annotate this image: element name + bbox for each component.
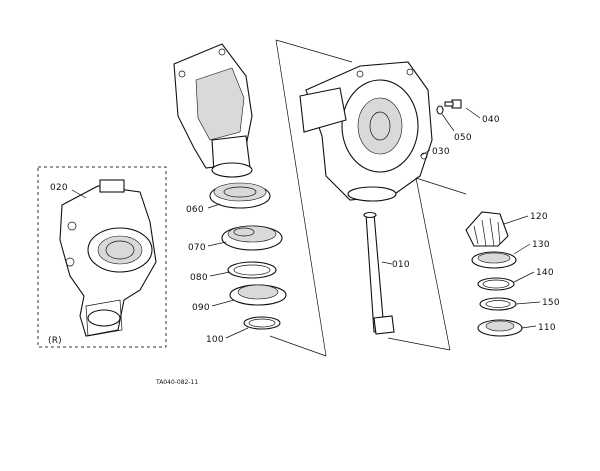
callout-080: 080 (190, 273, 208, 283)
callout-020: 020 (50, 183, 68, 193)
part-100-snap-ring (243, 316, 281, 330)
callout-150: 150 (542, 298, 560, 308)
part-110-seal (477, 319, 523, 337)
figure-code: TA040-082-11 (155, 379, 198, 386)
callout-040: 040 (482, 115, 500, 125)
guide-line (415, 177, 467, 195)
part-080-ring (227, 261, 277, 279)
callout-030: 030 (432, 147, 450, 157)
upper-gear-case (173, 43, 253, 178)
guide-line (275, 39, 327, 357)
part-040-bolt (444, 99, 462, 109)
callout-100: 100 (206, 335, 224, 345)
inset-box (37, 166, 167, 348)
part-030-gear-case (299, 61, 433, 202)
guide-line (387, 337, 451, 351)
part-150-ring (479, 297, 517, 311)
inset-label: (R) (48, 336, 62, 346)
callout-110: 110 (538, 323, 556, 333)
part-060-bearing (209, 182, 271, 209)
part-090-seal (229, 284, 287, 306)
callout-060: 060 (186, 205, 204, 215)
part-130-bearing (471, 251, 517, 269)
callout-010: 010 (392, 260, 410, 270)
part-120-bevel-gear (465, 211, 509, 247)
leader-lines (71, 107, 541, 339)
guide-line (275, 39, 353, 63)
callout-120: 120 (530, 212, 548, 222)
part-010-shaft (363, 211, 395, 335)
guide-line (415, 177, 451, 351)
callout-140: 140 (536, 268, 554, 278)
part-140-ring (477, 277, 515, 291)
callout-070: 070 (188, 243, 206, 253)
callout-090: 090 (192, 303, 210, 313)
callout-050: 050 (454, 133, 472, 143)
part-050-washer (436, 105, 444, 115)
guide-line (269, 335, 327, 357)
part-070-bearing (221, 225, 283, 251)
part-020-housing (59, 179, 157, 337)
callout-130: 130 (532, 240, 550, 250)
